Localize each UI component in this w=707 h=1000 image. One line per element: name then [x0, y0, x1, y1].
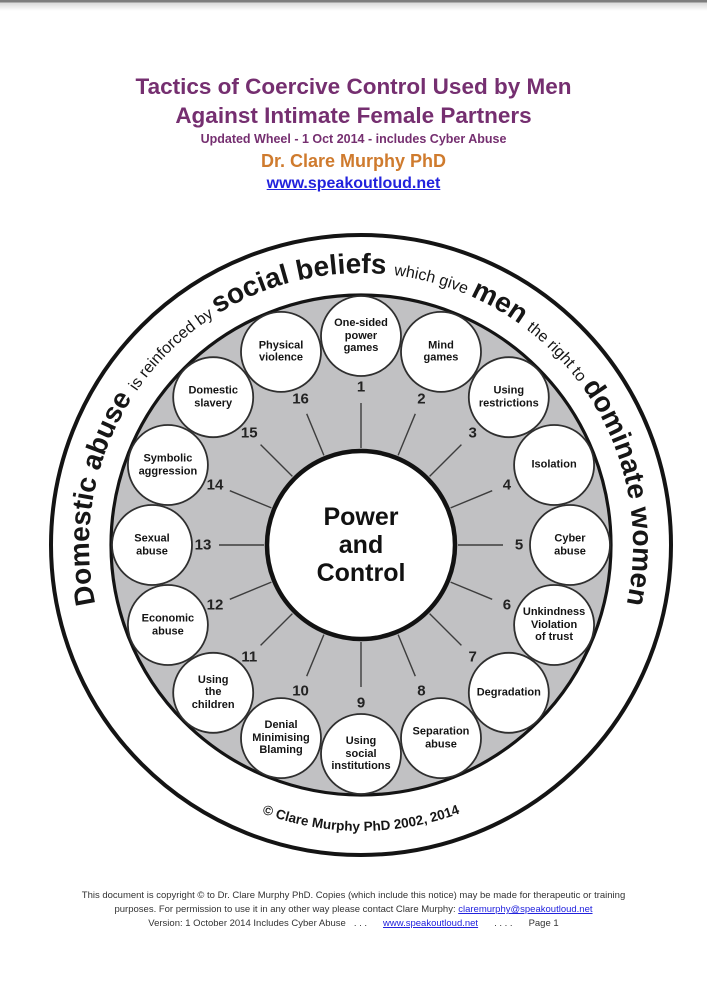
- page-top-edge: [0, 0, 707, 12]
- segment-circle-2: [400, 310, 482, 393]
- segment-circle-13: [111, 504, 193, 586]
- page-title-line-1: Tactics of Coercive Control Used by Men: [135, 74, 572, 99]
- segment-circles-group: [111, 295, 611, 795]
- footer-email-link[interactable]: claremurphy@speakoutloud.net: [458, 904, 593, 915]
- spoke-line: [306, 413, 325, 456]
- spoke-line: [229, 581, 272, 600]
- segment-circle-4: [513, 424, 595, 506]
- spoke-line: [397, 634, 416, 677]
- power-control-hub-circle: [264, 448, 458, 642]
- segment-circle-5: [529, 504, 611, 586]
- website-line: www.speakoutloud.net: [0, 174, 707, 194]
- footer-line-1: This document is copyright © to Dr. Clar…: [81, 890, 626, 901]
- segment-circle-11: [172, 651, 255, 734]
- spoke-line: [229, 490, 272, 509]
- footer-line-2-text: purposes. For permission to use it in an…: [114, 904, 459, 915]
- spoke-line: [450, 581, 493, 600]
- footer-website-link[interactable]: www.speakoutloud.net: [383, 918, 479, 929]
- segment-circle-1: [320, 295, 402, 377]
- spoke-line: [260, 613, 293, 646]
- segment-circle-9: [320, 713, 402, 795]
- spoke-line: [397, 413, 416, 456]
- author-name: Dr. Clare Murphy PhD: [260, 151, 447, 171]
- header: Tactics of Coercive Control Used by Men …: [0, 72, 707, 194]
- spoke-line: [429, 613, 462, 646]
- page-number: Page 1: [528, 918, 559, 929]
- segment-circle-7: [467, 651, 550, 734]
- spoke-line: [450, 490, 493, 509]
- segment-circle-14: [126, 424, 209, 506]
- footer-line-3: Version: 1 October 2014 Includes Cyber A…: [0, 917, 707, 931]
- spoke-line: [429, 444, 462, 477]
- segment-circle-8: [400, 697, 482, 779]
- subtitle: Updated Wheel - 1 Oct 2014 - includes Cy…: [200, 132, 507, 146]
- version-text: Version: 1 October 2014 Includes Cyber A…: [148, 918, 346, 929]
- footer: This document is copyright © to Dr. Clar…: [0, 889, 707, 931]
- website-link[interactable]: www.speakoutloud.net: [266, 175, 441, 192]
- spoke-line: [306, 634, 325, 677]
- spoke-line: [260, 444, 293, 477]
- segment-circle-3: [467, 356, 550, 439]
- segment-circle-12: [126, 584, 209, 666]
- segment-circle-6: [513, 584, 595, 666]
- page-title-line-2: Against Intimate Female Partners: [175, 103, 532, 128]
- footer-dots-2: . . . .: [494, 918, 513, 929]
- footer-line-2: purposes. For permission to use it in an…: [0, 903, 707, 917]
- segment-circle-16: [240, 310, 322, 393]
- segment-circle-10: [240, 697, 322, 779]
- segment-circle-15: [172, 356, 255, 439]
- spokes-group: [219, 403, 503, 687]
- footer-dots-1: . . .: [353, 918, 368, 929]
